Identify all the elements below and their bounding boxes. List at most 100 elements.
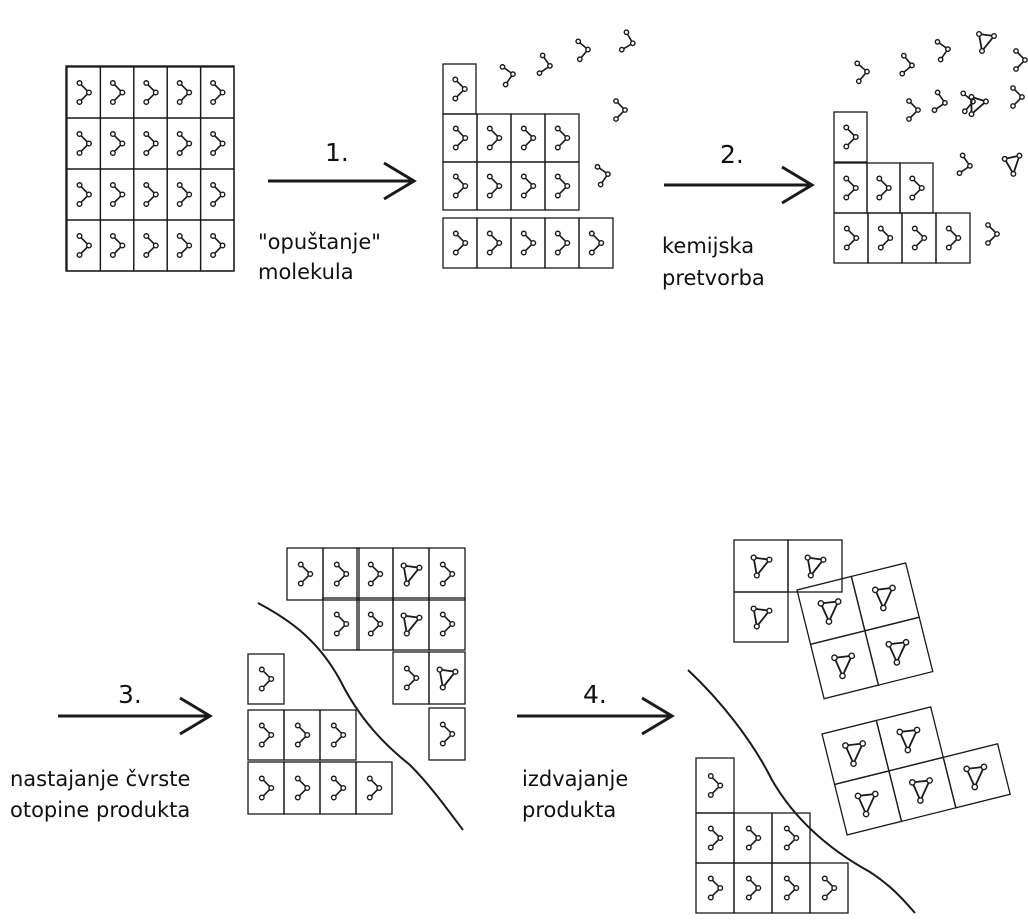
bent-chain-molecule-icon (143, 80, 159, 105)
triangle-ring-molecule-icon (750, 554, 773, 579)
bent-chain-molecule-icon (618, 29, 636, 53)
lattice-cell (476, 217, 512, 269)
lattice-cell (442, 113, 478, 163)
bent-chain-molecule-icon (452, 173, 469, 199)
bent-chain-molecule-icon (109, 80, 126, 105)
bent-chain-molecule-icon (956, 152, 973, 177)
bent-chain-molecule-icon (486, 173, 503, 199)
bent-chain-molecule-icon (258, 722, 275, 748)
bent-chain-molecule-icon (210, 80, 226, 105)
lattice-cell (510, 113, 546, 163)
lattice-cell (544, 113, 580, 163)
lattice-cell (771, 862, 811, 914)
bent-chain-molecule-icon (76, 80, 92, 105)
lattice-cell (733, 862, 773, 914)
lattice-cell (392, 651, 430, 705)
bent-chain-molecule-icon (143, 233, 159, 258)
bent-chain-molecule-icon (783, 875, 800, 901)
lattice-cell (166, 66, 202, 119)
lattice-cell (319, 709, 357, 761)
phase-boundary (687, 669, 916, 914)
triangle-ring-molecule-icon (871, 584, 896, 612)
bent-chain-molecule-icon (707, 875, 724, 901)
triangle-ring-molecule-icon (400, 562, 423, 587)
bent-chain-molecule-icon (707, 773, 724, 798)
lattice-cell (322, 547, 360, 601)
lattice-cell (133, 219, 168, 272)
step-4-number: 4. (583, 680, 607, 709)
lattice-cell (319, 761, 357, 815)
triangle-ring-molecule-icon (750, 605, 773, 630)
lattice-cell (247, 709, 285, 761)
lattice-cell (544, 161, 580, 211)
lattice-cell (199, 168, 235, 221)
bent-chain-molecule-icon (109, 233, 126, 258)
lattice-cell (66, 66, 102, 119)
step-4-caption-line2: produkta (522, 798, 617, 822)
step-2-caption-line1: kemijska (662, 234, 755, 258)
triangle-ring-molecule-icon (968, 93, 989, 118)
bent-chain-molecule-icon (843, 225, 860, 251)
lattice-cell (442, 161, 478, 211)
lattice-cell (733, 591, 789, 643)
triangle-ring-molecule-icon (831, 652, 856, 680)
lattice-cell (356, 597, 394, 651)
lattice-cell (322, 597, 360, 651)
lattice-cell (428, 547, 466, 601)
bent-chain-molecule-icon (210, 233, 226, 258)
lattice-cell (166, 117, 202, 170)
lattice-cell (695, 757, 735, 814)
lattice-cell (442, 217, 478, 269)
product-crystal-block (821, 706, 1011, 836)
lattice-cell (442, 63, 477, 115)
arrow-step-3 (58, 696, 213, 736)
lattice-cell (787, 539, 843, 593)
bent-chain-molecule-icon (877, 225, 894, 251)
step-2-number: 2. (720, 140, 744, 169)
bent-chain-molecule-icon (367, 561, 384, 587)
bent-chain-molecule-icon (745, 825, 762, 851)
bent-chain-molecule-icon (783, 825, 800, 851)
lattice-cell (99, 117, 135, 170)
bent-chain-molecule-icon (333, 611, 350, 637)
lattice-cell (99, 168, 135, 221)
bent-chain-molecule-icon (452, 230, 469, 256)
bent-chain-molecule-icon (76, 131, 92, 156)
triangle-ring-molecule-icon (804, 554, 827, 579)
bent-chain-molecule-icon (520, 173, 537, 199)
lattice-cell (510, 161, 546, 211)
phase-boundary (257, 602, 464, 831)
lattice-cell (133, 168, 168, 221)
bent-chain-molecule-icon (452, 125, 469, 151)
bent-chain-molecule-icon (486, 125, 503, 151)
lattice-cell (476, 161, 512, 211)
lattice-cell (355, 761, 393, 815)
lattice-cell (166, 219, 202, 272)
bent-chain-molecule-icon (366, 775, 383, 801)
bent-chain-molecule-icon (294, 775, 311, 801)
bent-chain-molecule-icon (909, 175, 925, 201)
bent-chain-molecule-icon (876, 175, 892, 201)
lattice-cell (833, 111, 868, 163)
bent-chain-molecule-icon (1010, 85, 1025, 109)
bent-chain-molecule-icon (143, 182, 159, 207)
lattice-cell (133, 66, 168, 119)
triangle-ring-molecule-icon (963, 763, 988, 791)
bent-chain-molecule-icon (911, 225, 928, 251)
bent-chain-molecule-icon (176, 182, 193, 207)
lattice-cell (66, 219, 102, 272)
lattice-cell (99, 66, 135, 119)
lattice-cell (283, 709, 321, 761)
bent-chain-molecule-icon (109, 182, 126, 207)
step-1-number: 1. (325, 138, 349, 167)
bent-chain-molecule-icon (854, 60, 870, 85)
lattice-cell (428, 597, 466, 651)
lattice-cell (199, 219, 235, 272)
bent-chain-molecule-icon (297, 561, 314, 587)
lattice-cell (199, 66, 235, 119)
bent-chain-molecule-icon (330, 722, 347, 748)
lattice-cell (99, 219, 135, 272)
lattice-cell (733, 539, 789, 593)
lattice-cell (476, 113, 512, 163)
